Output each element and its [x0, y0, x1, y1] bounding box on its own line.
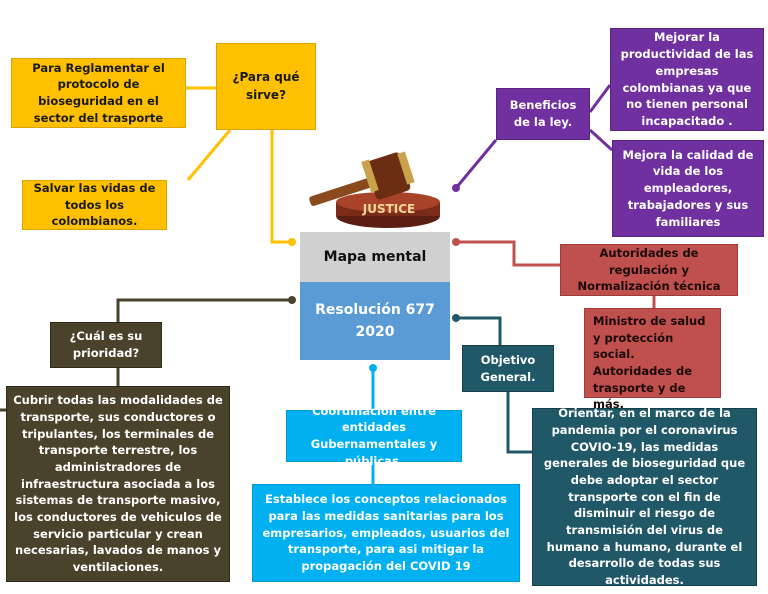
brown-topic-prioridad: ¿Cuál es su prioridad?: [50, 322, 162, 368]
red-topic-text: Autoridades de regulación y Normalizació…: [577, 246, 721, 294]
yellow-answer-reglamentar-text: Para Reglamentar el protocolo de biosegu…: [32, 60, 165, 125]
brown-detail-text: Cubrir todas las modalidades de transpor…: [13, 393, 223, 575]
yellow-answer-reglamentar: Para Reglamentar el protocolo de biosegu…: [11, 58, 186, 128]
justice-label: JUSTICE: [362, 202, 416, 216]
yellow-question-para-que: ¿Para qué sirve?: [216, 43, 316, 130]
yellow-answer-salvar: Salvar las vidas de todos los colombiano…: [22, 180, 167, 230]
purple-item-productividad-text: Mejorar la productividad de las empresas…: [620, 30, 754, 128]
cyan-detail-text: Establece los conceptos relacionados par…: [262, 492, 510, 573]
purple-item-productividad: Mejorar la productividad de las empresas…: [610, 28, 764, 131]
red-detail-autoridades: Autoridades de trasporte y de más.: [593, 364, 693, 412]
yellow-answer-salvar-text: Salvar las vidas de todos los colombiano…: [33, 181, 156, 229]
justice-gavel-image: JUSTICE: [300, 150, 450, 232]
teal-detail-text: Orientar, en el marco de la pandemia por…: [543, 406, 746, 588]
center-resolution: Resolución 677 2020: [300, 282, 450, 360]
cyan-topic-coordinacion: Coordinación entre entidades Gubernament…: [286, 404, 462, 468]
cyan-topic-text: Coordinación entre entidades Gubernament…: [310, 403, 438, 468]
brown-topic-text: ¿Cuál es su prioridad?: [69, 329, 143, 360]
red-topic-autoridades: Autoridades de regulación y Normalizació…: [560, 244, 738, 296]
teal-topic-text: Objetivo General.: [480, 352, 536, 384]
teal-detail-orientar: Orientar, en el marco de la pandemia por…: [532, 406, 757, 588]
gavel-icon: JUSTICE: [309, 151, 440, 228]
purple-topic-beneficios: Beneficios de la ley.: [496, 88, 590, 140]
red-detail-box: Ministro de salud y protección social. A…: [584, 308, 721, 411]
purple-item-calidad-text: Mejora la calidad de vida de los emplead…: [622, 147, 754, 229]
center-resolution-line2: 2020: [355, 324, 395, 340]
center-title: Mapa mental: [300, 232, 450, 282]
teal-topic-objetivo: Objetivo General.: [462, 345, 554, 392]
purple-item-calidad: Mejora la calidad de vida de los emplead…: [612, 140, 764, 237]
purple-topic-text: Beneficios de la ley.: [509, 98, 577, 129]
center-resolution-line1: Resolución 677: [315, 301, 435, 318]
cyan-detail-establece: Establece los conceptos relacionados par…: [252, 484, 520, 582]
brown-detail-cubrir: Cubrir todas las modalidades de transpor…: [6, 386, 230, 582]
red-detail-ministro: Ministro de salud y protección social.: [593, 314, 706, 362]
center-title-text: Mapa mental: [323, 249, 427, 265]
yellow-question-text: ¿Para qué sirve?: [232, 70, 300, 102]
